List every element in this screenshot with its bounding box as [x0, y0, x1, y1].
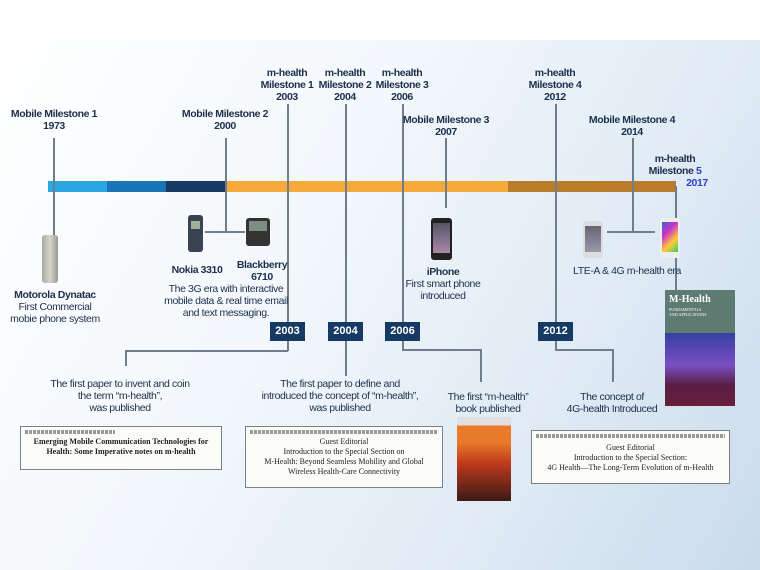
mhealth-milestone-5-year: 2017: [686, 177, 708, 189]
galaxy-phone-image: [660, 218, 680, 258]
connector: [402, 349, 481, 351]
year-badge-2003: 2003: [270, 322, 305, 341]
connector: [125, 350, 127, 366]
timeline-segment-2: [107, 181, 166, 192]
mhealth-3-description: The first “m-health”book published: [447, 391, 529, 415]
connector: [555, 349, 613, 351]
lte-description: LTE-A & 4G m-health era: [573, 265, 681, 277]
connector: [445, 138, 447, 208]
year-badge-2004: 2004: [328, 322, 363, 341]
timeline-segment-4: [225, 181, 508, 192]
timeline-segment-3: [166, 181, 225, 192]
paper-2003: Emerging Mobile Communication Technologi…: [20, 426, 222, 470]
connector: [345, 104, 347, 376]
connector: [125, 350, 288, 352]
connector: [555, 104, 557, 350]
connector: [53, 138, 55, 238]
connector: [402, 104, 404, 350]
iphone-image: [431, 218, 452, 260]
iphone-6-image: [583, 221, 603, 258]
connector: [225, 138, 227, 232]
nokia-3310-image: [188, 215, 203, 252]
timeline-segment-5: [508, 181, 676, 192]
connector: [632, 138, 634, 232]
blackberry-6710-image: [246, 218, 270, 246]
connector: [287, 104, 289, 351]
connector: [205, 231, 245, 233]
connector: [607, 231, 655, 233]
mhealth-book-cover: M-Health FUNDAMENTALS AND APPLICATIONS: [665, 290, 735, 406]
connector: [612, 349, 614, 382]
motorola-dynatac-image: [42, 235, 58, 283]
nokia-label: Nokia 3310: [171, 264, 223, 276]
connector: [480, 349, 482, 382]
year-badge-2006: 2006: [385, 322, 420, 341]
timeline-segment-1: [48, 181, 107, 192]
year-badge-2012: 2012: [538, 322, 573, 341]
first-mhealth-book-cover: [457, 417, 511, 501]
